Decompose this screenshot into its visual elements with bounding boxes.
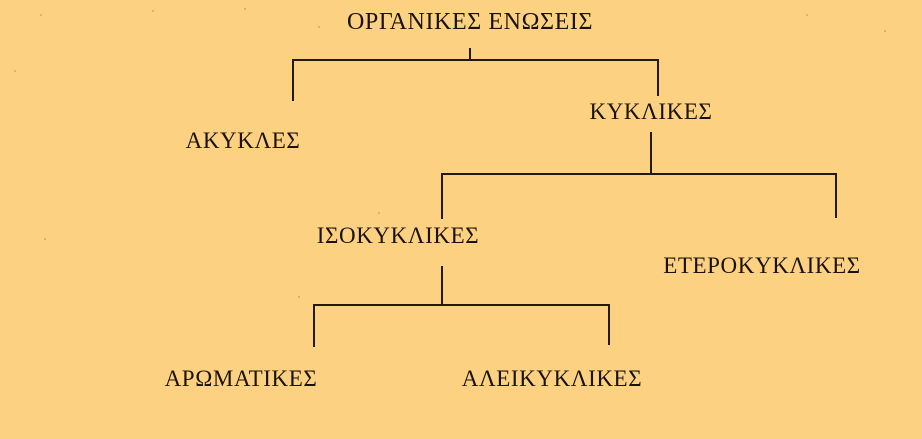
paper-speck xyxy=(806,14,808,16)
node-aromatic: ΑΡΩΜΑΤΙΚΕΣ xyxy=(164,366,318,391)
paper-speck xyxy=(378,212,380,214)
paper-speck xyxy=(14,70,16,72)
edge-level2-bar xyxy=(442,173,837,175)
edge-level1-bar xyxy=(293,59,659,61)
edge-to-heterocyclic xyxy=(835,173,837,218)
paper-speck xyxy=(244,8,246,10)
edge-to-cyclic xyxy=(657,59,659,96)
node-cyclic: ΚΥΚΛΙΚΕΣ xyxy=(589,99,713,124)
edge-to-isocyclic xyxy=(441,173,443,219)
edge-level3-bar xyxy=(314,304,610,306)
edge-to-alicyclic xyxy=(608,304,610,345)
edge-to-acyclic xyxy=(292,59,294,101)
edge-root-stem xyxy=(469,48,471,61)
paper-speck xyxy=(152,10,154,12)
edge-isocyclic-stem xyxy=(441,266,443,306)
node-acyclic: ΑΚΥΚΛΕΣ xyxy=(185,128,301,153)
paper-speck xyxy=(884,30,886,32)
paper-speck xyxy=(298,296,300,298)
paper-speck xyxy=(40,14,42,16)
paper-speck xyxy=(44,238,46,240)
paper-speck xyxy=(318,26,320,28)
edge-to-aromatic xyxy=(313,304,315,347)
node-heterocyclic: ΕΤΕΡΟΚΥΚΛΙΚΕΣ xyxy=(663,253,861,278)
node-alicyclic: ΑΛΕΙΚΥΚΛΙΚΕΣ xyxy=(461,366,643,391)
node-organic-compounds: ΟΡΓΑΝΙΚΕΣ ΕΝΩΣΕΙΣ xyxy=(346,9,594,35)
node-isocyclic: ΙΣΟΚΥΚΛΙΚΕΣ xyxy=(316,223,480,248)
edge-cyclic-stem xyxy=(650,132,652,175)
